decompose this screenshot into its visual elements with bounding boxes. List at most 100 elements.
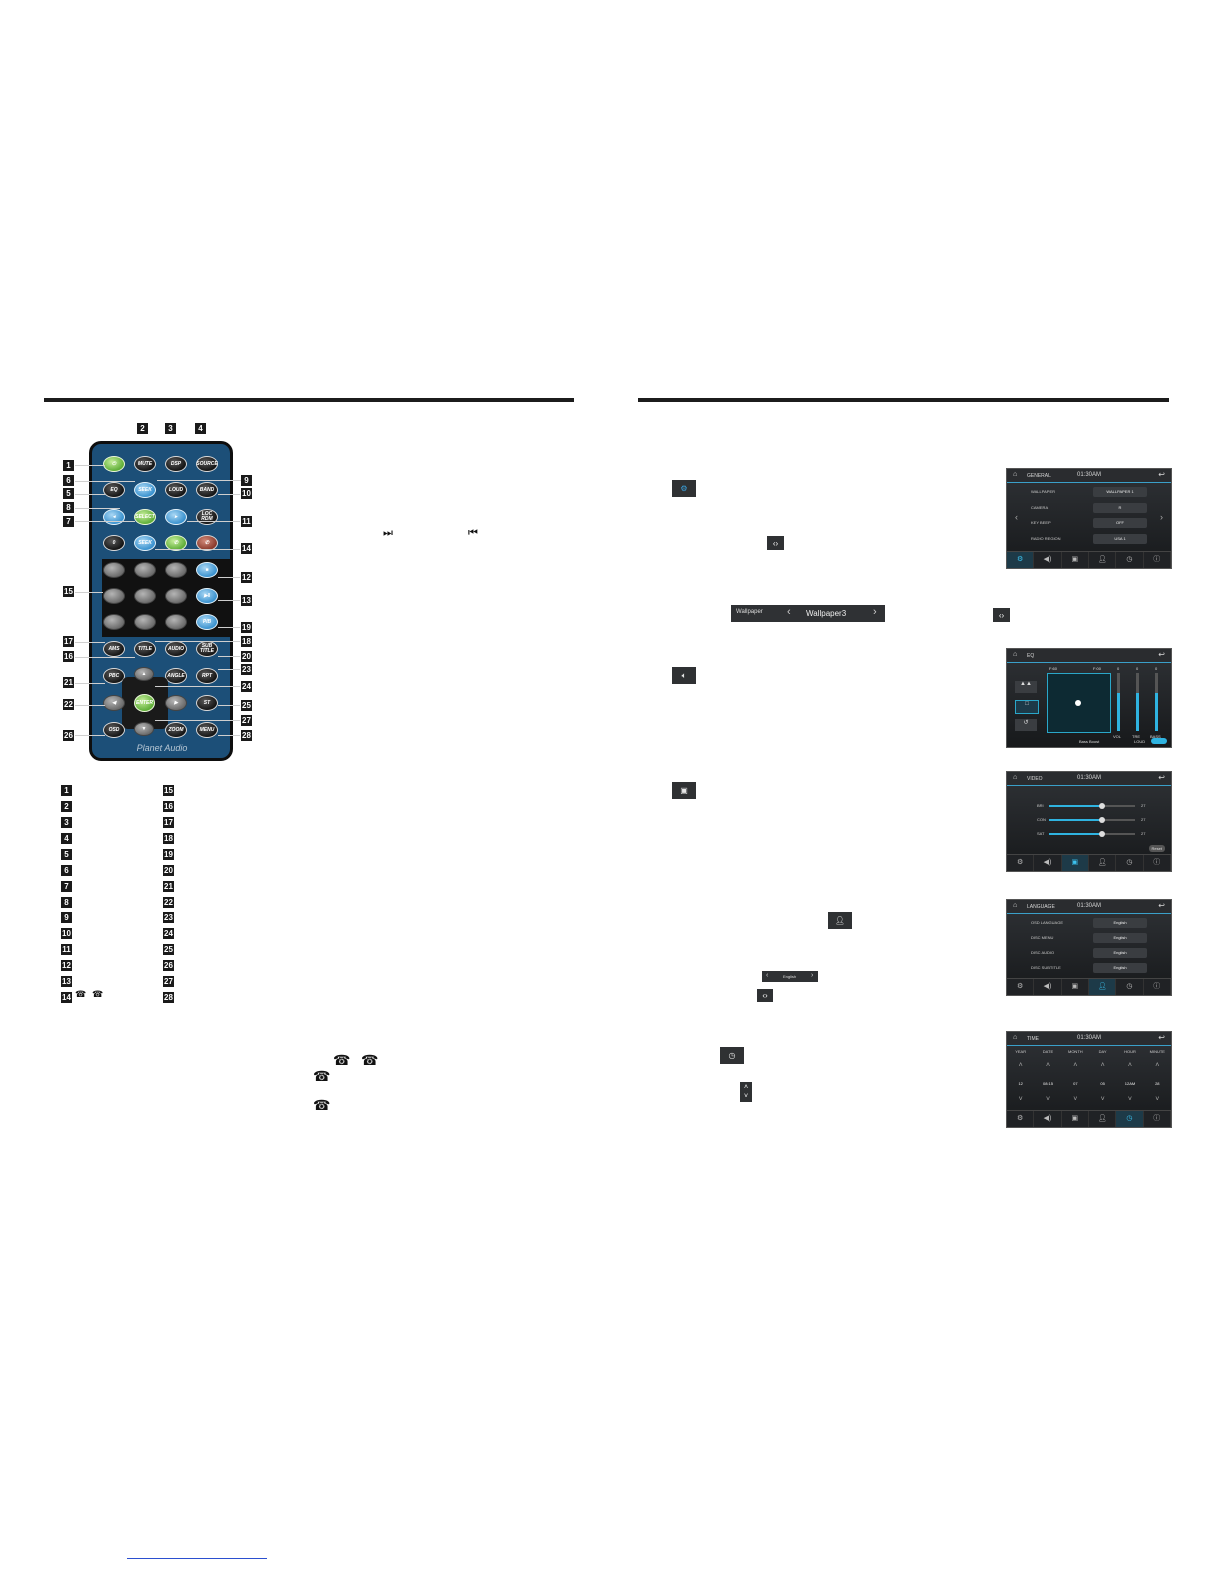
wallpaper-selector-bar[interactable]: Wallpaper ‹ Wallpaper3 › — [731, 605, 885, 622]
tab-info-icon[interactable]: ⓘ — [1144, 855, 1171, 871]
back-icon[interactable]: ↩ — [1158, 650, 1165, 659]
vol-left-button[interactable]: ◂ — [103, 509, 125, 525]
tab-time-icon[interactable]: ◷ — [1116, 855, 1144, 871]
loud-toggle[interactable] — [1151, 738, 1167, 744]
tab-general-icon[interactable]: ⚙ — [1007, 1111, 1035, 1127]
row-value[interactable]: English — [1093, 918, 1147, 928]
audio-button[interactable]: AUDIO — [165, 641, 187, 657]
num-4-button[interactable] — [103, 588, 125, 604]
rpt-button[interactable]: RPT — [196, 668, 218, 684]
row-value[interactable]: USA 1 — [1093, 534, 1147, 544]
tab-video-icon[interactable]: ▣ — [1062, 552, 1089, 568]
home-icon[interactable]: ⌂ — [1013, 1034, 1018, 1041]
back-icon[interactable]: ↩ — [1158, 901, 1165, 910]
back-icon[interactable]: ↩ — [1158, 1033, 1165, 1042]
tab-video-icon[interactable]: ▣ — [1062, 1111, 1089, 1127]
vol-right-button[interactable]: ▸ — [165, 509, 187, 525]
slider-thumb[interactable] — [1099, 831, 1105, 837]
title-button[interactable]: TITLE — [134, 641, 156, 657]
tab-general-icon[interactable]: ⚙ — [1007, 552, 1035, 568]
tab-language-icon[interactable]: 👤︎ — [1089, 855, 1117, 871]
vol-slider[interactable] — [1117, 673, 1120, 731]
call-end-button[interactable]: ✆ — [196, 535, 218, 551]
chevron-left-icon[interactable]: ‹ — [787, 606, 791, 618]
tab-info-icon[interactable]: ⓘ — [1144, 979, 1171, 995]
num-6-button[interactable] — [165, 588, 187, 604]
bass-slider[interactable] — [1155, 673, 1158, 731]
play-pause-button[interactable]: ▶‖ — [196, 588, 218, 604]
select-button[interactable]: SELECT — [134, 509, 156, 525]
back-icon[interactable]: ↩ — [1158, 470, 1165, 479]
tab-info-icon[interactable]: ⓘ — [1144, 1111, 1171, 1127]
down-arrow-button[interactable]: ▼ — [134, 722, 154, 736]
row-value[interactable]: English — [1093, 948, 1147, 958]
tab-audio-icon[interactable]: ◀) — [1034, 552, 1062, 568]
row-value[interactable]: English — [1093, 963, 1147, 973]
back-icon[interactable]: ↩ — [1158, 773, 1165, 782]
tab-info-icon[interactable]: ⓘ — [1144, 552, 1171, 568]
subtitle-button[interactable]: SUB TITLE — [196, 641, 218, 657]
tab-video-icon[interactable]: ▣ — [1061, 855, 1089, 871]
tab-video-icon[interactable]: ▣ — [1062, 979, 1089, 995]
dsp-button[interactable]: DSP — [165, 456, 187, 472]
tab-time-icon[interactable]: ◷ — [1116, 1111, 1144, 1127]
num-5-button[interactable] — [134, 588, 156, 604]
tab-language-icon[interactable]: 👤︎ — [1088, 979, 1117, 995]
pb-button[interactable]: P/B — [196, 614, 218, 630]
stop-button[interactable]: ■ — [196, 562, 218, 578]
home-icon[interactable]: ⌂ — [1013, 902, 1018, 909]
loc-rdm-button[interactable]: LOC RDM — [196, 509, 218, 525]
band-button[interactable]: BAND — [196, 482, 218, 498]
reset-button[interactable]: Reset — [1148, 845, 1165, 852]
zero-button[interactable]: 0 — [103, 535, 125, 551]
tab-general-icon[interactable]: ⚙ — [1007, 979, 1035, 995]
slider-thumb[interactable] — [1099, 803, 1105, 809]
call-answer-button[interactable]: ✆ — [165, 535, 187, 551]
loud-button[interactable]: LOUD — [165, 482, 187, 498]
tab-time-icon[interactable]: ◷ — [1116, 979, 1144, 995]
balance-cursor[interactable] — [1075, 700, 1081, 706]
angle-button[interactable]: ANGLE — [165, 668, 187, 684]
chevron-right-icon[interactable]: › — [873, 606, 877, 618]
tab-audio-icon[interactable]: ◀) — [1034, 1111, 1062, 1127]
fader-balance-pad[interactable] — [1047, 673, 1111, 733]
left-arrow-button[interactable]: ◀ — [103, 695, 125, 711]
tab-audio-icon[interactable]: ◀) — [1034, 979, 1062, 995]
num-8-button[interactable] — [134, 614, 156, 630]
chevron-right-icon[interactable]: › — [1160, 512, 1163, 522]
home-icon[interactable]: ⌂ — [1013, 651, 1018, 658]
num-3-button[interactable] — [165, 562, 187, 578]
power-button[interactable]: ⏻ — [103, 456, 125, 472]
num-2-button[interactable] — [134, 562, 156, 578]
row-value[interactable]: English — [1093, 933, 1147, 943]
saturation-row[interactable]: SAT 27 — [1037, 831, 1157, 837]
row-value[interactable]: R — [1093, 503, 1147, 513]
eq-reset-icon[interactable]: ↺ — [1015, 719, 1037, 731]
brightness-row[interactable]: BRI 27 — [1037, 803, 1157, 809]
slider-thumb[interactable] — [1099, 817, 1105, 823]
eq-mode-music-icon[interactable]: ▲▲ — [1015, 681, 1037, 693]
osd-button[interactable]: OSD — [103, 722, 125, 738]
zoom-button[interactable]: ZOOM — [165, 722, 187, 738]
enter-button[interactable]: ENTER — [134, 694, 155, 712]
chevron-left-icon[interactable]: ‹ — [1015, 512, 1018, 522]
source-button[interactable]: SOURCE — [196, 456, 218, 472]
chevron-left-icon[interactable]: ‹ — [766, 972, 769, 979]
st-button[interactable]: ST — [196, 695, 218, 711]
time-down-arrows[interactable]: ˅˅˅˅˅˅ — [1018, 1096, 1160, 1103]
right-arrow-button[interactable]: ▶ — [165, 695, 187, 711]
row-value[interactable]: OFF — [1093, 518, 1147, 528]
chevron-right-icon[interactable]: › — [811, 972, 814, 979]
up-arrow-button[interactable]: ▲ — [134, 667, 154, 681]
contrast-row[interactable]: CON 27 — [1037, 817, 1157, 823]
menu-button[interactable]: MENU — [196, 722, 218, 738]
pbc-button[interactable]: PBC — [103, 668, 125, 684]
tab-language-icon[interactable]: 👤︎ — [1089, 1111, 1117, 1127]
